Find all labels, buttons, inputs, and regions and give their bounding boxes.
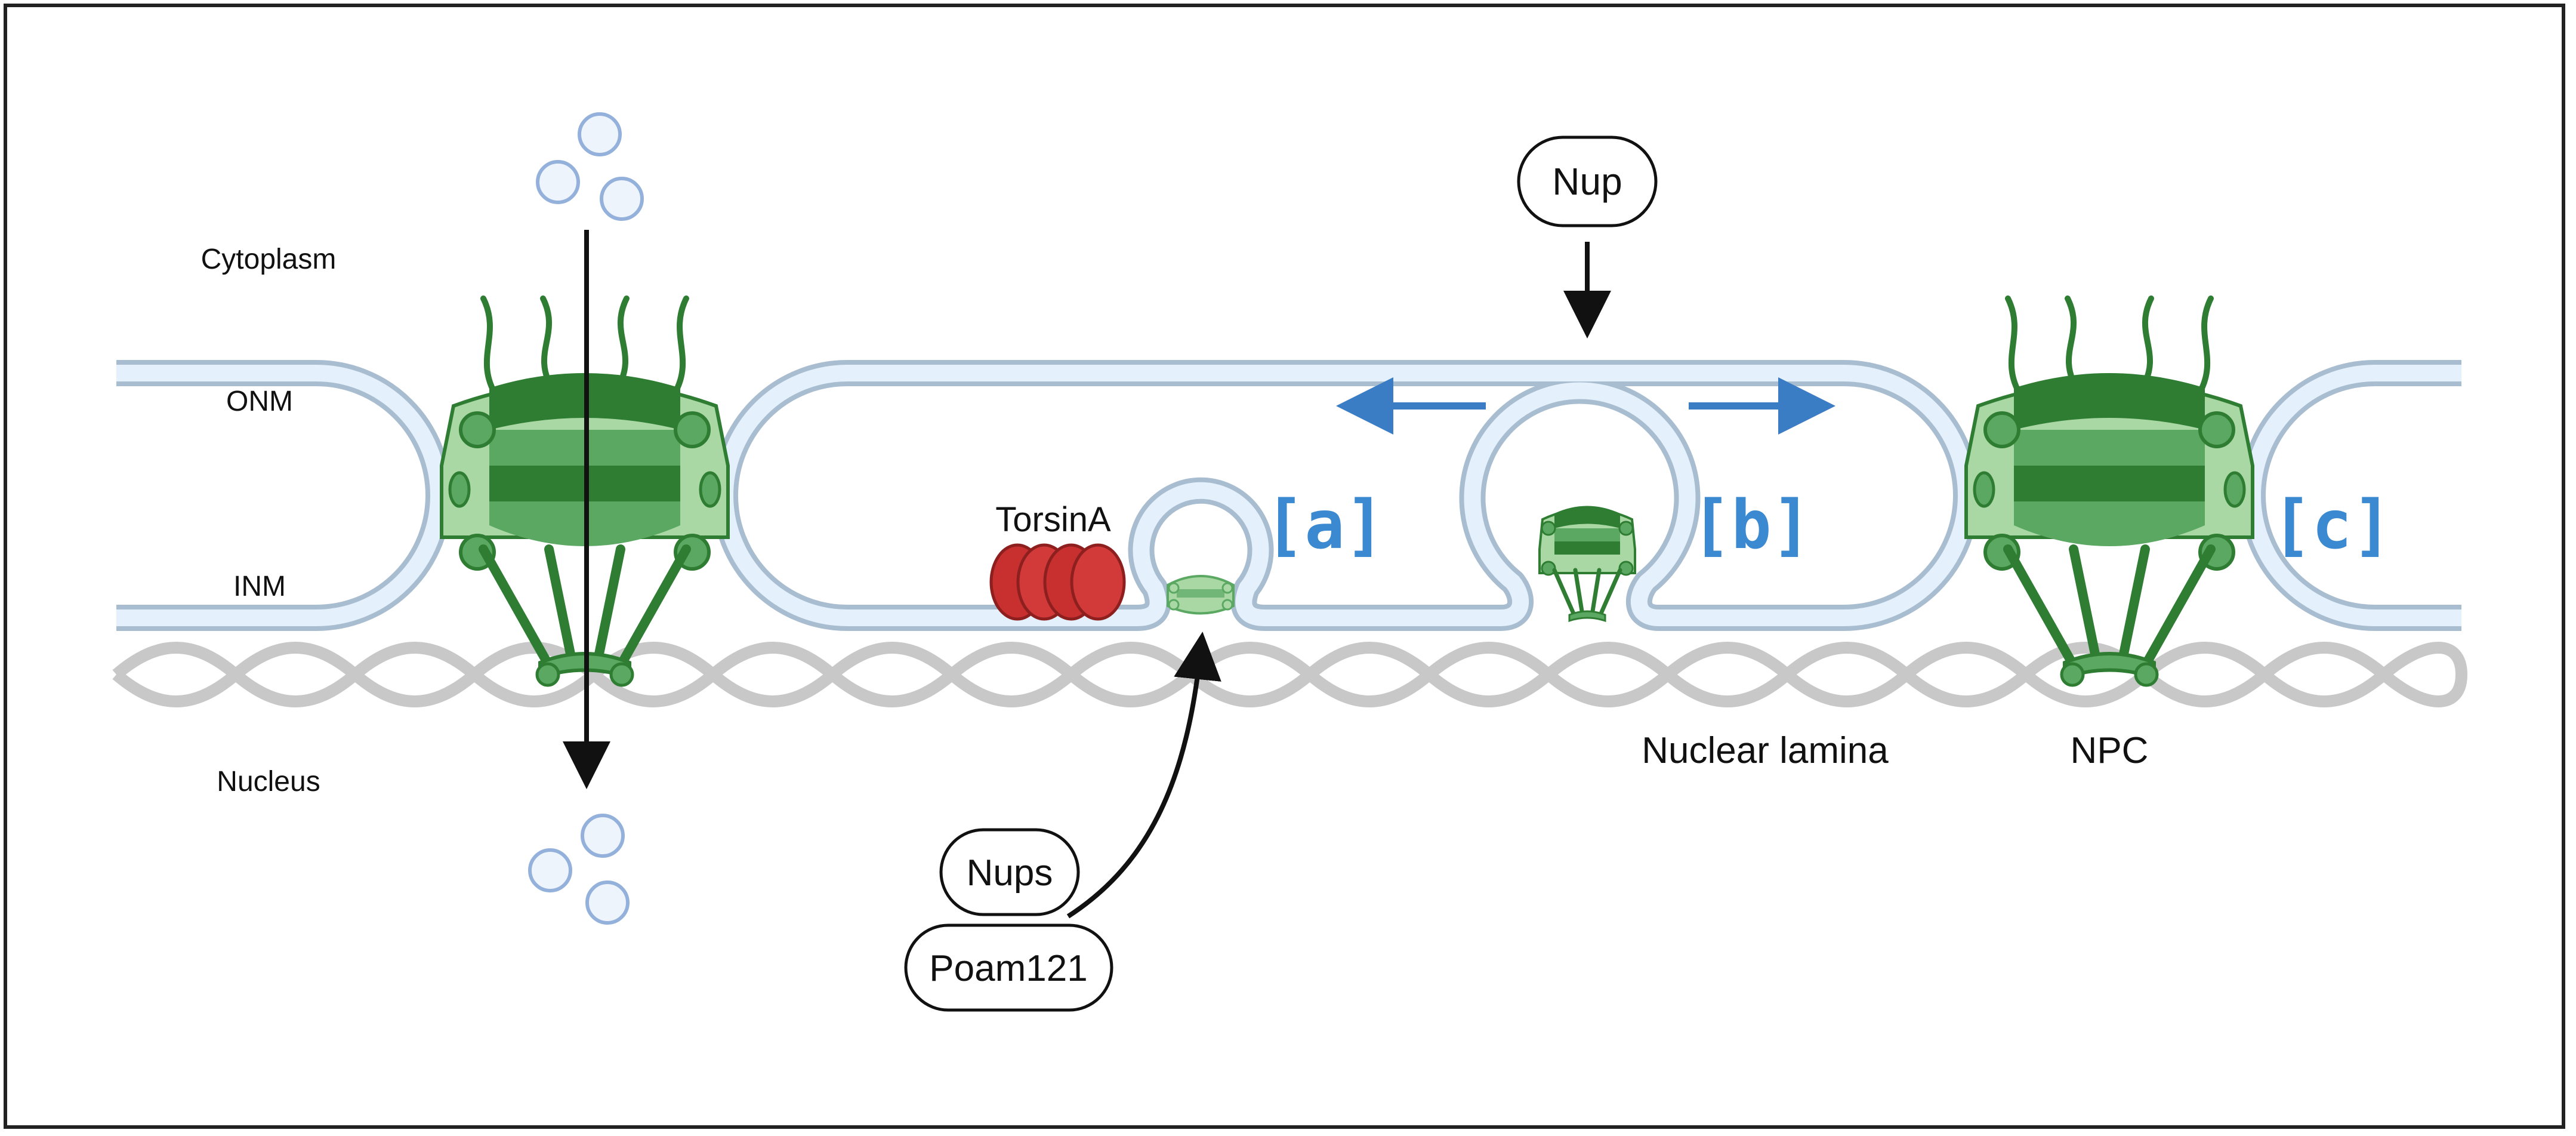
lamina-strand-2 [112,642,2467,707]
nuclear-lamina [112,642,2467,707]
nups-arrow [1066,632,1221,919]
step-c-label: [c] [2272,487,2392,564]
nups-label: Nups [967,852,1053,894]
onm-label: ONM [226,386,293,417]
step-a-label: [a] [1264,487,1385,564]
cargo-vesicles-top [536,112,644,221]
npc-right [1964,295,2254,687]
cargo-vesicles-bottom [528,814,630,925]
poam121-label: Poam121 [929,948,1087,989]
nucleus-label: Nucleus [217,766,320,798]
inm-label: INM [233,571,286,602]
step-b-label: [b] [1691,487,1812,564]
poam121-callout: Poam121 [904,923,1113,1012]
cytoplasm-label: Cytoplasm [201,244,337,275]
npc-label: NPC [2071,730,2149,771]
nups-callout: Nups [939,828,1080,916]
envelope-left-segment [116,360,452,631]
npc-intermediate [1538,506,1636,623]
nup-label: Nup [1552,160,1622,203]
envelope-middle-segment [712,360,1979,631]
npc-prepore [1167,575,1235,615]
nup-callout: Nup [1517,136,1658,227]
nuclear-lamina-label: Nuclear lamina [1642,730,1889,771]
torsin-a-protein [989,543,1126,621]
torsin-label: TorsinA [995,500,1111,539]
